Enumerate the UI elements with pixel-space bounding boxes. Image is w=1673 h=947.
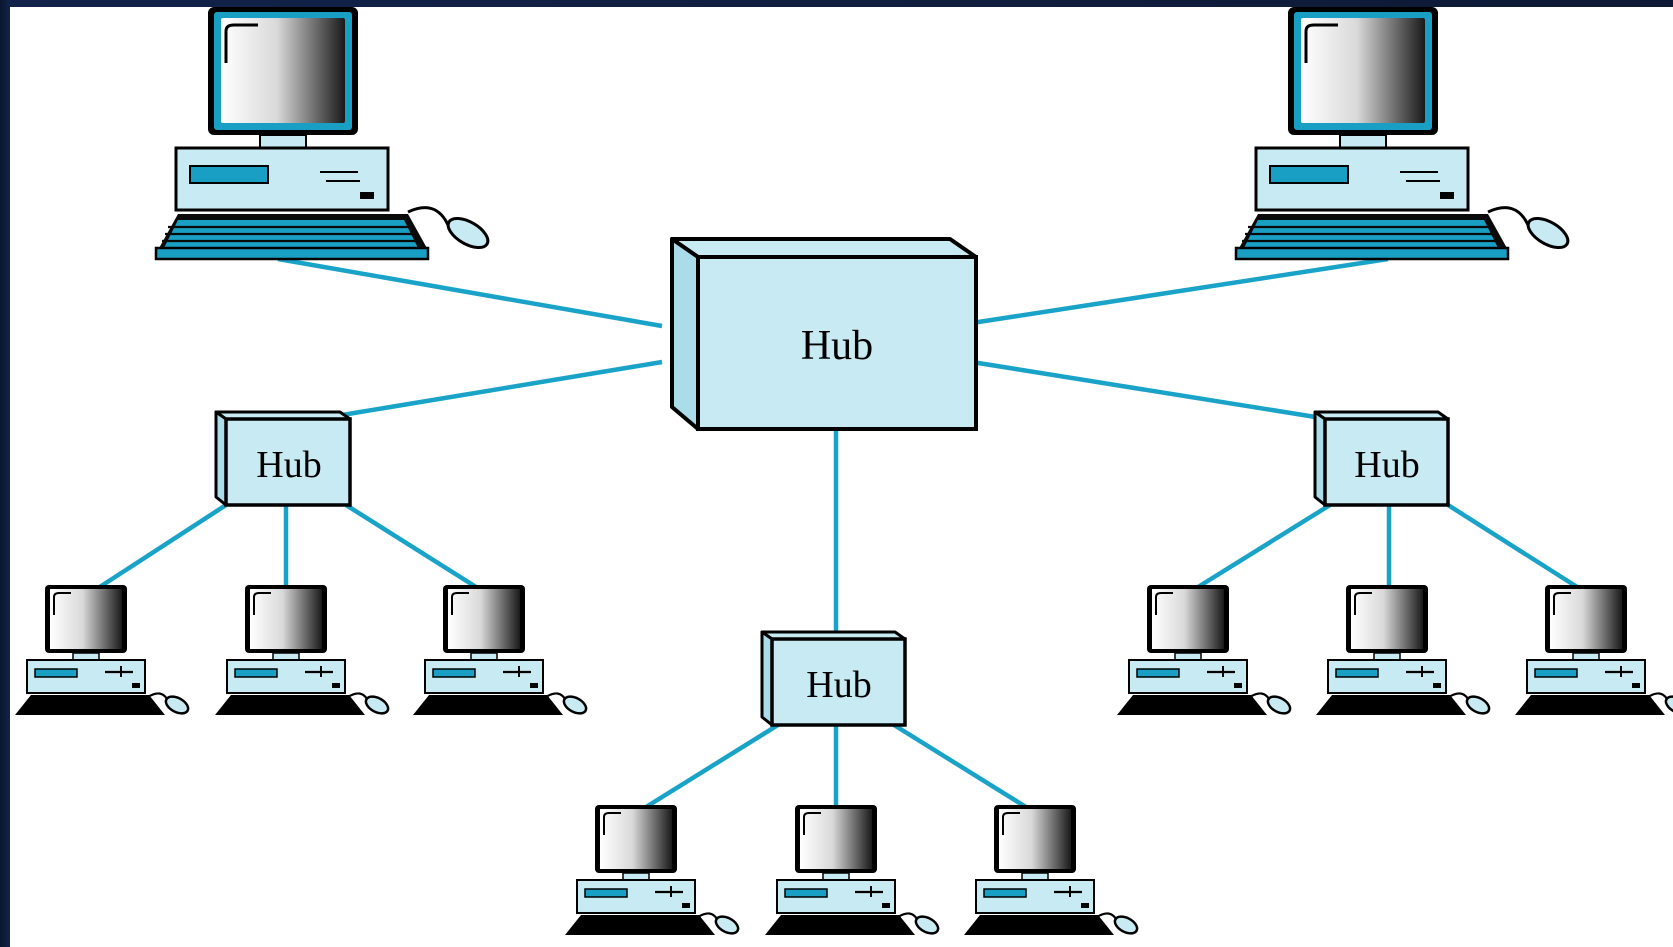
- computer-icon: [13, 583, 193, 719]
- network-diagram: Hub Hub Hub: [13, 7, 1673, 939]
- computer-icon: [411, 583, 591, 719]
- hub-left: Hub: [214, 410, 352, 507]
- hub-central: Hub: [670, 237, 978, 431]
- cable-central-to-pc-top-right: [971, 256, 1389, 326]
- computer-icon: [1314, 583, 1494, 719]
- computer-icon: [563, 803, 743, 939]
- hub-central-label: Hub: [801, 323, 873, 369]
- hub-right: Hub: [1313, 410, 1450, 507]
- cable-hub-left-to-pc-1: [90, 503, 228, 594]
- cable-hub-bottom-to-pc-1: [636, 723, 780, 814]
- network-cables: [90, 256, 1587, 814]
- diagram-canvas: Hub Hub Hub: [10, 7, 1673, 947]
- computer-icon: [1115, 583, 1295, 719]
- computer-icon: [1234, 7, 1575, 261]
- hub-left-label: Hub: [256, 444, 321, 486]
- cable-hub-right-to-pc-1: [1188, 503, 1332, 594]
- hub-icon: [1313, 410, 1450, 507]
- computer-icon: [154, 7, 495, 261]
- hub-icon: [670, 237, 978, 431]
- hub-right-label: Hub: [1354, 444, 1419, 486]
- hub-icon: [214, 410, 352, 507]
- cable-central-to-pc-top-left: [277, 256, 663, 329]
- computer-icon: [1513, 583, 1673, 719]
- cable-hub-bottom-to-pc-3: [892, 723, 1036, 814]
- hub-bottom-label: Hub: [806, 664, 871, 706]
- hub-bottom: Hub: [760, 630, 907, 727]
- cable-hub-left-to-pc-3: [344, 503, 486, 594]
- hub-icon: [760, 630, 907, 727]
- cable-central-to-hub-left: [329, 359, 663, 420]
- computer-icon: [763, 803, 943, 939]
- computer-icon: [962, 803, 1142, 939]
- cable-hub-right-to-pc-3: [1446, 503, 1587, 594]
- computer-icon: [213, 583, 393, 719]
- cable-central-to-hub-right: [971, 359, 1329, 422]
